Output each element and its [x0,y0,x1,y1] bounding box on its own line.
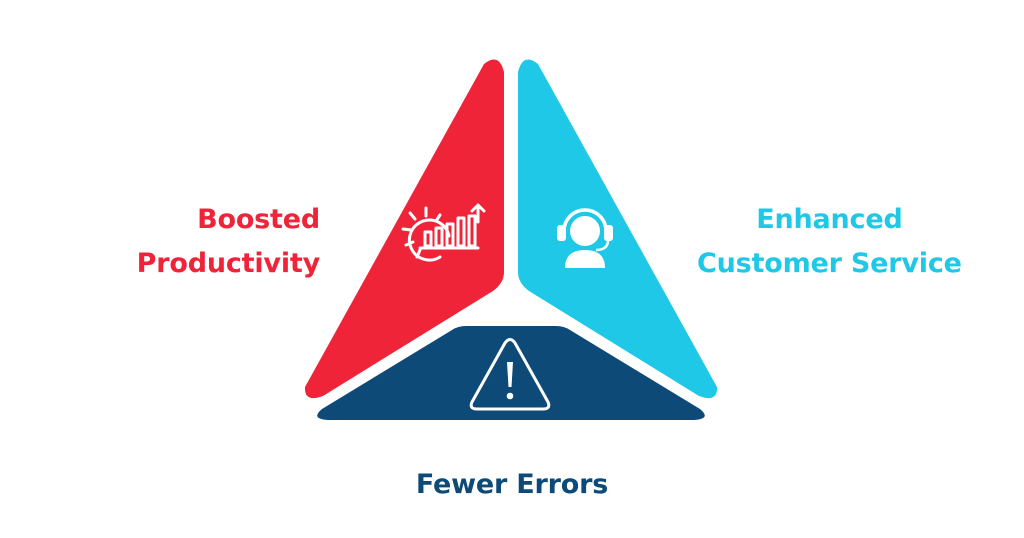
label-line: Fewer Errors [415,469,609,500]
headset-agent-icon [557,208,613,268]
label-line: Enhanced [756,204,903,235]
label-line: Boosted [197,204,320,235]
label-line: Productivity [136,248,321,279]
segment-customer-service [518,59,718,399]
label-enhanced-customer-service: Enhanced Customer Service [697,198,962,286]
label-boosted-productivity: Boosted Productivity [136,198,321,286]
label-fewer-errors: Fewer Errors [0,463,1024,507]
label-line: Customer Service [697,248,962,279]
gear-growth-chart-icon [401,203,486,262]
warning-triangle-icon [469,338,551,411]
